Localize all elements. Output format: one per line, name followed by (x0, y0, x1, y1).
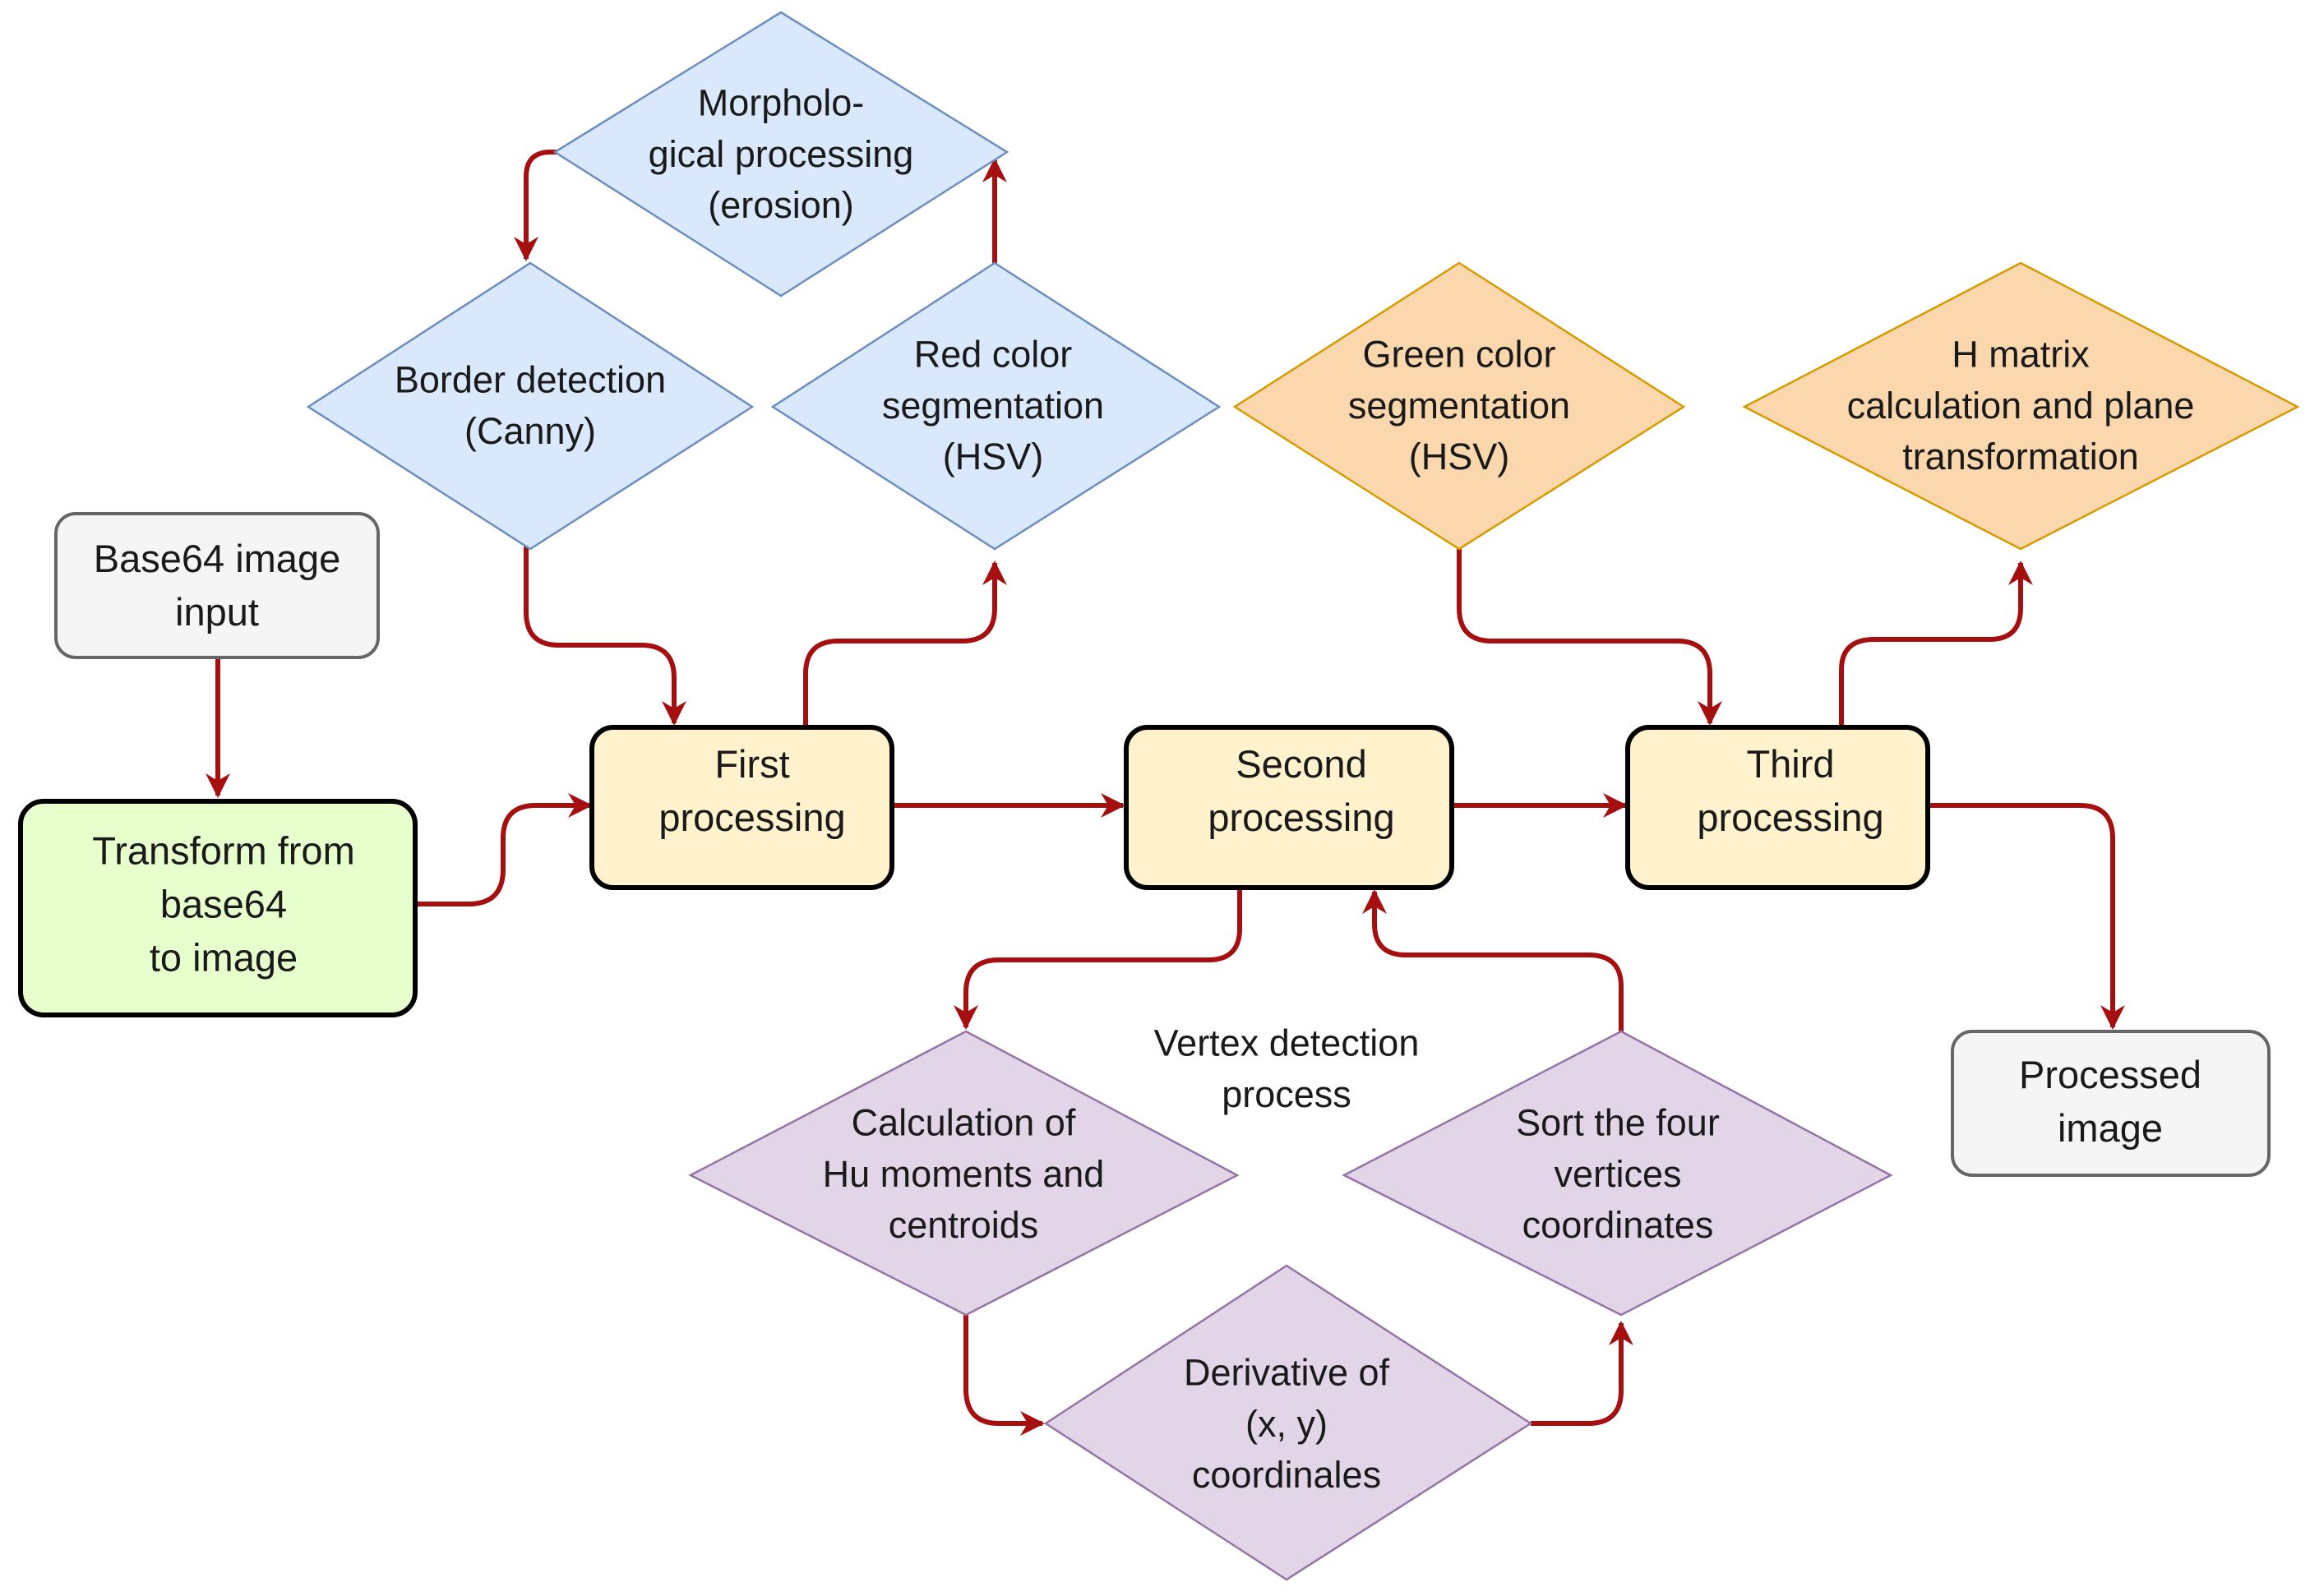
label-line: Green color (1362, 334, 1555, 376)
edge-green-to-third (1457, 547, 1722, 726)
edge-sort-to-second (1362, 889, 1624, 1031)
edge-transform-to-first (415, 793, 593, 906)
node-third-processing[interactable]: Third processing (1625, 725, 1930, 890)
label-line: First (714, 742, 789, 786)
node-hu-moments[interactable]: Calculation of Hu moments and centroids (688, 1030, 1240, 1317)
label-line: gical processing (649, 133, 914, 175)
edge-third-to-processed (1928, 803, 2125, 1030)
node-label: Base64 image input (94, 537, 340, 634)
label-line: coordinales (1192, 1454, 1381, 1496)
node-label: First processing (658, 742, 845, 839)
label-line: (x, y) (1245, 1403, 1328, 1445)
label-line: transformation (1902, 436, 2139, 477)
node-label: Third processing (1697, 742, 1883, 839)
node-label: Derivative of (x, y) coordinales (1184, 1352, 1390, 1496)
label-line: Second (1236, 742, 1366, 786)
node-processed-image[interactable]: Processed image (1951, 1030, 2271, 1177)
label-line: coordinates (1522, 1204, 1714, 1246)
edge-hu-to-derivative (963, 1315, 1045, 1436)
node-border-detection[interactable]: Border detection (Canny) (306, 261, 755, 551)
label-line: processing (658, 796, 845, 839)
label-line: Red color (914, 334, 1073, 376)
label-line: (HSV) (943, 436, 1044, 477)
node-morphological-processing[interactable]: Morpholo-gical processing (erosion) (552, 11, 1009, 298)
label-line: base64 (160, 883, 287, 926)
label-line: Base64 image (94, 537, 340, 580)
edge-first-to-red (803, 560, 1007, 725)
label-line: Hu moments and (823, 1153, 1105, 1195)
label-line: H matrix (1952, 334, 2090, 376)
edges (206, 150, 2125, 1436)
label-line: centroids (889, 1204, 1039, 1246)
label-line: Border detection (395, 359, 666, 401)
node-label: Second processing (1208, 742, 1394, 839)
node-label: Processed image (2019, 1053, 2201, 1150)
edge-border-to-first (524, 547, 686, 726)
edge-third-to-hmatrix (1839, 560, 2033, 725)
node-derivative[interactable]: Derivative of (x, y) coordinales (1043, 1264, 1533, 1581)
node-red-color-segmentation[interactable]: Red color segmentation (HSV) (770, 261, 1222, 551)
label-line: processing (1208, 796, 1394, 839)
vertex-detection-label: Vertex detection process (1154, 1022, 1420, 1115)
node-label: Red color segmentation (HSV) (882, 334, 1104, 477)
node-second-processing[interactable]: Second processing (1124, 725, 1454, 890)
node-label: Green color segmentation (HSV) (1348, 334, 1570, 477)
node-label: Transform from base64 to image (92, 829, 354, 980)
label-line: to image (150, 935, 298, 979)
label-line: image (2058, 1106, 2163, 1150)
label-line: segmentation (882, 385, 1104, 427)
node-base64-input[interactable]: Base64 image input (54, 512, 380, 659)
label-line: vertices (1554, 1153, 1681, 1195)
node-label: Morpholo-gical processing (erosion) (649, 82, 914, 226)
label-line: processing (1697, 796, 1883, 839)
node-label: H matrix calculation and plane transformat… (1847, 334, 2195, 477)
vertex-detection-text: Vertex detection process (1154, 1022, 1420, 1115)
label-line: calculation and plane (1847, 385, 2195, 427)
label-line: Transform from (92, 829, 354, 873)
node-h-matrix-calculation[interactable]: H matrix calculation and plane transformat… (1742, 261, 2300, 551)
label-line: (HSV) (1409, 436, 1510, 477)
node-transform[interactable]: Transform from base64 to image (18, 799, 418, 1017)
label-line: Morpholo- (698, 82, 865, 124)
label-line: process (1222, 1073, 1351, 1115)
label-line: Processed (2019, 1053, 2201, 1096)
edge-morph-to-border (514, 150, 561, 261)
node-sort-vertices[interactable]: Sort the four vertices coordinates (1342, 1030, 1893, 1317)
label-line: Derivative of (1184, 1352, 1390, 1394)
label-line: segmentation (1348, 385, 1570, 427)
label-line: Sort the four (1516, 1102, 1720, 1144)
label-line: (erosion) (708, 184, 854, 226)
node-green-color-segmentation[interactable]: Green color segmentation (HSV) (1232, 261, 1686, 551)
label-line: Calculation of (852, 1102, 1076, 1144)
node-label: Calculation of Hu moments and centroids (823, 1102, 1105, 1246)
label-line: Third (1746, 742, 1834, 786)
edge-second-to-hu (954, 889, 1242, 1030)
node-first-processing[interactable]: First processing (589, 725, 894, 890)
label-line: input (175, 590, 259, 634)
node-label: Sort the four vertices coordinates (1516, 1102, 1720, 1246)
node-label: Border detection (Canny) (395, 359, 666, 452)
label-line: (Canny) (464, 410, 596, 452)
edge-derivative-to-sort (1531, 1321, 1633, 1426)
label-line: Vertex detection (1154, 1022, 1420, 1064)
